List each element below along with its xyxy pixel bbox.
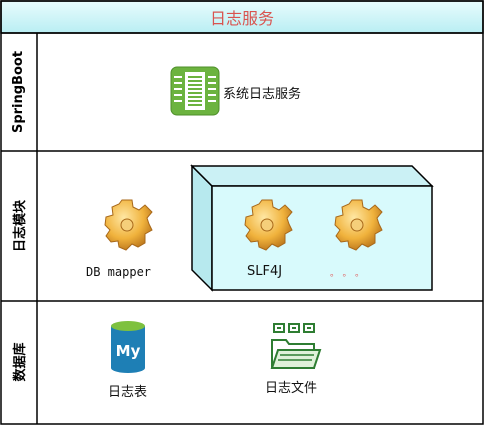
lane-label-springboot: SpringBoot (10, 50, 26, 134)
log-file-label: 日志文件 (265, 381, 318, 396)
server-icon (170, 66, 220, 116)
gear-icon (244, 199, 293, 251)
slf4j-box (190, 164, 434, 292)
gear-icon (104, 199, 153, 251)
folder-icon (270, 323, 322, 369)
springboot-service-label: 系统日志服务 (223, 87, 302, 102)
mysql-icon: My (111, 321, 145, 373)
db-mapper-label: DB mapper (86, 265, 152, 279)
ellipsis-label: 。。。 (330, 269, 373, 279)
page-title: 日志服务 (209, 8, 274, 28)
lane-label-log-module: 日志模块 (12, 200, 28, 253)
lane-label-database: 数据库 (12, 342, 28, 382)
gear-icon (334, 199, 383, 251)
log-table-label: 日志表 (108, 385, 148, 400)
svg-text:My: My (116, 342, 141, 360)
slf4j-label: SLF4J (247, 264, 283, 279)
